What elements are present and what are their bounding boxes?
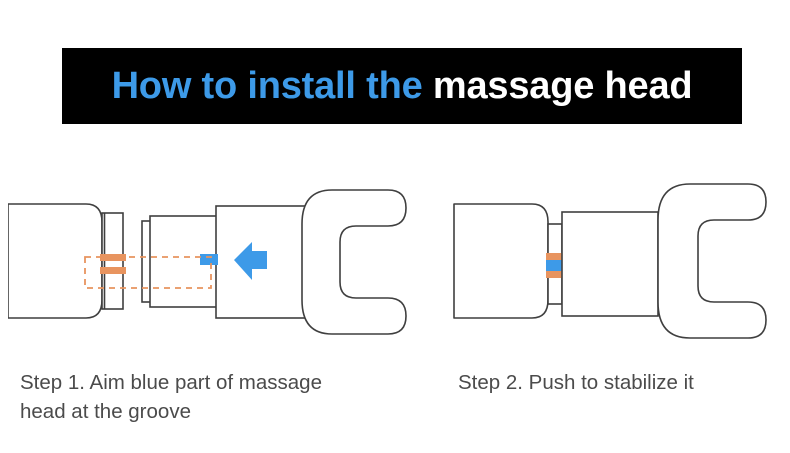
page-title-plain: massage head xyxy=(432,65,693,107)
orange-groove-mark-bottom xyxy=(546,271,565,278)
title-banner: How to install the massage head xyxy=(62,48,742,124)
page-title: How to install the massage head xyxy=(112,67,693,105)
orange-groove-mark-bottom xyxy=(100,267,126,274)
c-shaped-fork-head xyxy=(301,189,407,335)
step-1-caption-line-1: Step 1. Aim blue part of massage xyxy=(20,371,322,394)
blue-alignment-tab-seated xyxy=(546,260,565,271)
massage-head-base xyxy=(561,211,659,317)
massage-gun-body xyxy=(8,203,103,319)
dashed-alignment-box xyxy=(84,256,212,289)
step-1-diagram xyxy=(8,168,438,363)
blue-alignment-tab xyxy=(200,254,218,265)
step-1-caption-line-2: head at the groove xyxy=(20,400,191,424)
step-2-diagram xyxy=(452,168,790,363)
c-shaped-fork-head xyxy=(657,183,767,339)
massage-gun-body xyxy=(453,203,549,319)
step-1-caption: Step 1. Aim blue part of massage head at… xyxy=(20,368,430,426)
step-2-caption-line-1: Step 2. Push to stabilize it xyxy=(458,371,694,394)
step-2-caption: Step 2. Push to stabilize it xyxy=(458,368,788,397)
page-title-accent: How to install the xyxy=(111,65,433,107)
orange-groove-mark-top xyxy=(546,253,565,260)
blue-push-arrow xyxy=(234,242,267,280)
